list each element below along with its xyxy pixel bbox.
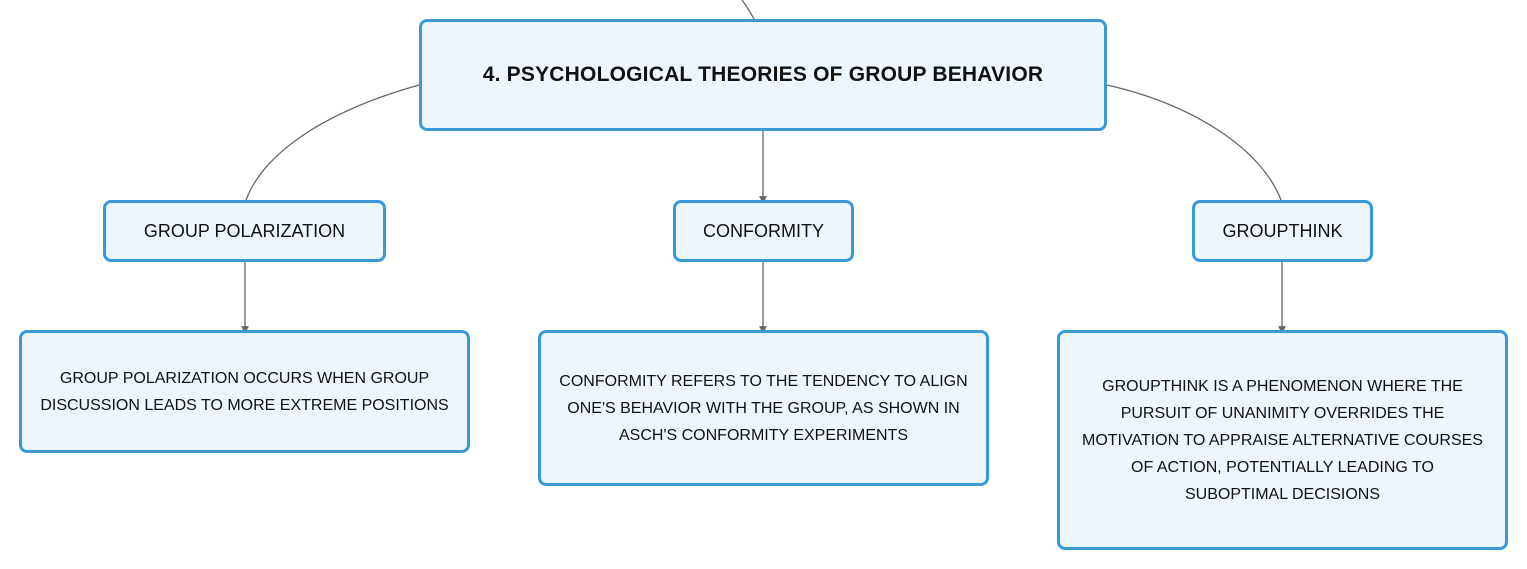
topic-node-group-polarization[interactable]: GROUP POLARIZATION — [103, 200, 386, 262]
detail-node-conformity[interactable]: CONFORMITY REFERS TO THE TENDENCY TO ALI… — [538, 330, 989, 486]
root-node[interactable]: 4. PSYCHOLOGICAL THEORIES OF GROUP BEHAV… — [419, 19, 1107, 131]
topic-label: CONFORMITY — [703, 220, 824, 241]
detail-line: ONE'S BEHAVIOR WITH THE GROUP, AS SHOWN … — [567, 399, 960, 417]
detail-text: CONFORMITY REFERS TO THE TENDENCY TO ALI… — [559, 368, 967, 449]
detail-line: GROUPTHINK IS A PHENOMENON WHERE THE — [1102, 377, 1463, 395]
detail-line: DISCUSSION LEADS TO MORE EXTREME POSITIO… — [40, 396, 449, 414]
detail-line: GROUP POLARIZATION OCCURS WHEN GROUP — [59, 369, 430, 387]
connector-parent-to-root — [741, 0, 755, 20]
detail-line: SUBOPTIMAL DECISIONS — [1184, 485, 1380, 503]
connector-root-to-group-polarization — [245, 84, 420, 201]
detail-node-group-polarization[interactable]: GROUP POLARIZATION OCCURS WHEN GROUP DIS… — [19, 330, 470, 453]
connector-root-to-groupthink — [1106, 84, 1282, 201]
detail-text: GROUP POLARIZATION OCCURS WHEN GROUP DIS… — [40, 365, 448, 419]
topic-label: GROUP POLARIZATION — [143, 220, 346, 241]
detail-line: MOTIVATION TO APPRAISE ALTERNATIVE COURS… — [1082, 431, 1483, 449]
detail-text: GROUPTHINK IS A PHENOMENON WHERE THE PUR… — [1082, 373, 1483, 508]
topic-node-conformity[interactable]: CONFORMITY — [673, 200, 854, 262]
detail-line: ASCH'S CONFORMITY EXPERIMENTS — [618, 426, 908, 444]
detail-line: OF ACTION, POTENTIALLY LEADING TO — [1131, 458, 1434, 476]
topic-node-groupthink[interactable]: GROUPTHINK — [1192, 200, 1373, 262]
topic-label: GROUPTHINK — [1222, 220, 1343, 241]
detail-node-groupthink[interactable]: GROUPTHINK IS A PHENOMENON WHERE THE PUR… — [1057, 330, 1508, 550]
detail-line: CONFORMITY REFERS TO THE TENDENCY TO ALI… — [559, 372, 968, 390]
root-node-label: 4. PSYCHOLOGICAL THEORIES OF GROUP BEHAV… — [482, 63, 1044, 86]
detail-line: PURSUIT OF UNANIMITY OVERRIDES THE — [1120, 404, 1445, 422]
